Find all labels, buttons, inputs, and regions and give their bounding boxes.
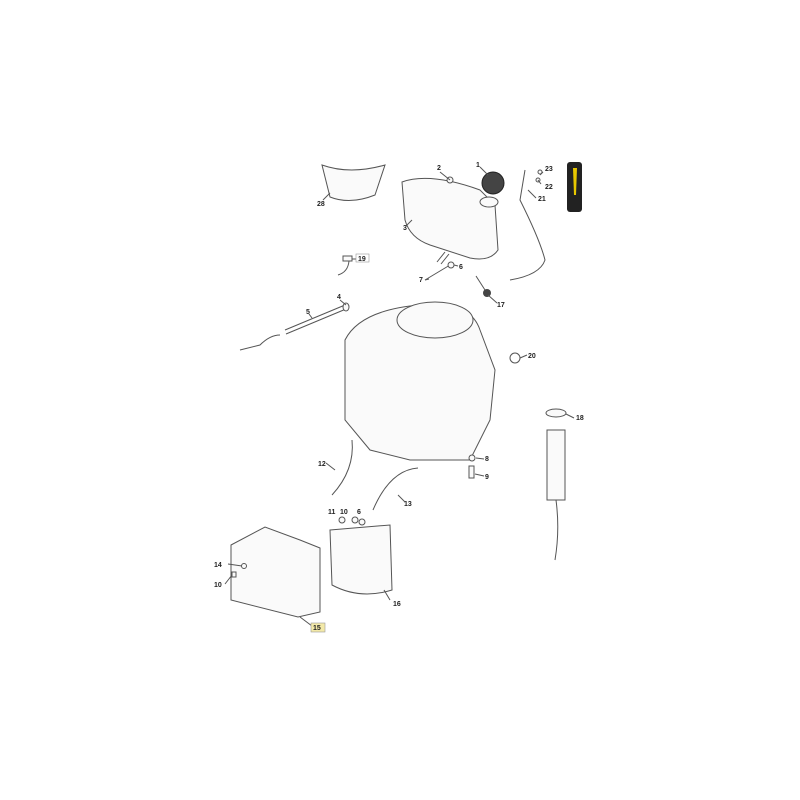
label-6-upper: 6	[459, 264, 463, 271]
label-15[interactable]: 15	[313, 625, 321, 632]
part-20-clip[interactable]	[509, 352, 521, 364]
label-22: 22	[545, 184, 553, 191]
warning-exclamation	[573, 168, 577, 195]
label-6-lower: 6	[357, 509, 361, 516]
fitting-left	[239, 334, 281, 351]
part-15-heat-shield[interactable]	[230, 526, 321, 618]
part-16-muffler[interactable]	[329, 524, 393, 595]
engine-cover	[396, 301, 474, 339]
part-18-pump-handle[interactable]	[545, 408, 567, 418]
label-14: 14	[214, 562, 222, 569]
part-10-screw[interactable]	[231, 571, 237, 578]
part-23-clip[interactable]	[537, 169, 543, 175]
part-8-washer[interactable]	[468, 454, 476, 462]
label-9: 9	[485, 474, 489, 481]
part-6-clamp[interactable]	[447, 261, 455, 269]
part-7-fitting[interactable]	[424, 251, 451, 281]
part-17-valve[interactable]	[475, 275, 486, 291]
part-14-washer[interactable]	[241, 563, 247, 569]
label-3: 3	[403, 225, 407, 232]
label-2: 2	[437, 165, 441, 172]
part-18-pump-body[interactable]	[546, 429, 566, 501]
label-10-upper: 10	[340, 509, 348, 516]
label-4: 4	[337, 294, 341, 301]
label-17: 17	[497, 302, 505, 309]
part-19-tag[interactable]	[342, 255, 353, 262]
part-5-hose[interactable]	[284, 304, 347, 335]
part-28-shroud[interactable]	[321, 164, 386, 201]
label-13: 13	[404, 501, 412, 508]
part-6-nut[interactable]	[358, 518, 366, 526]
part-4-clamp[interactable]	[342, 302, 350, 312]
part-21-fuel-line[interactable]	[509, 169, 546, 281]
label-16: 16	[393, 601, 401, 608]
label-1: 1	[476, 162, 480, 169]
part-13-exhaust-pipe[interactable]	[372, 467, 419, 511]
tank-neck	[479, 196, 499, 208]
label-5: 5	[306, 309, 310, 316]
highlight-15	[310, 622, 326, 633]
part-11-nut[interactable]	[338, 516, 346, 524]
leader-lines	[224, 166, 575, 627]
part-1-fuel-cap[interactable]	[481, 171, 505, 195]
part-12-exhaust-pipe[interactable]	[331, 439, 353, 496]
label-8: 8	[485, 456, 489, 463]
label-10-lower: 10	[214, 582, 222, 589]
part-9-bolt[interactable]	[468, 465, 475, 479]
label-18: 18	[576, 415, 584, 422]
label-7: 7	[419, 277, 423, 284]
label-12: 12	[318, 461, 326, 468]
label-28: 28	[317, 201, 325, 208]
label-11: 11	[328, 509, 336, 516]
part-10-bolt[interactable]	[351, 516, 359, 524]
label-19: 19	[358, 256, 366, 263]
label-23: 23	[545, 166, 553, 173]
part-3-fuel-tank[interactable]	[401, 177, 499, 260]
label-20: 20	[528, 353, 536, 360]
label-21: 21	[538, 196, 546, 203]
